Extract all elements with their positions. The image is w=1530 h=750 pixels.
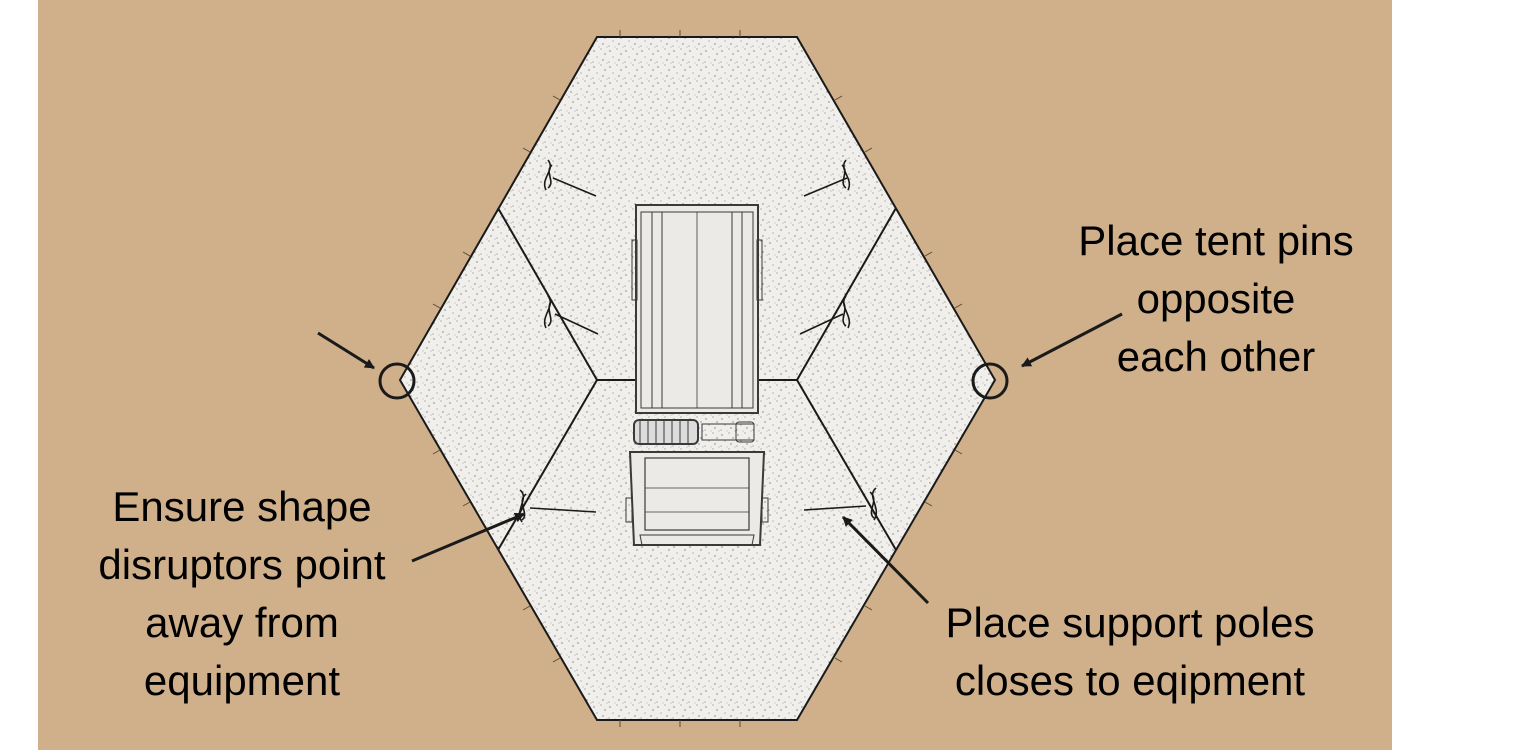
shape-disruptor <box>543 295 599 335</box>
callout-line: closes to eqipment <box>954 657 1306 704</box>
arrow-tent-pin-left <box>317 331 375 370</box>
arrow-support-pole <box>841 515 930 605</box>
support-poles-callout: Place support poles closes to eqipment <box>905 594 1355 710</box>
vehicle-top-view <box>625 204 769 546</box>
callout-line: equipment <box>143 657 341 704</box>
callout-line: Place tent pins <box>1078 217 1354 264</box>
tent-pin-marker-right <box>971 362 1009 400</box>
shape-disruptor <box>799 295 851 335</box>
callout-line: disruptors point <box>98 541 386 588</box>
callout-line: Ensure shape <box>112 483 372 530</box>
shape-disruptor <box>543 159 597 197</box>
tent-pin-marker-left <box>378 362 416 400</box>
shape-disruptor <box>803 487 878 521</box>
callout-line: opposite <box>1136 275 1296 322</box>
shape-disruptors-callout: Ensure shape disruptors point away from … <box>62 478 422 710</box>
arrow-tent-pin-right <box>1021 312 1123 368</box>
callout-line: Place support poles <box>945 599 1315 646</box>
callout-line: each other <box>1116 333 1316 380</box>
tent-pins-callout: Place tent pins opposite each other <box>1050 212 1382 386</box>
callout-line: away from <box>145 599 339 646</box>
arrow-shape-disruptor <box>411 512 525 563</box>
shape-disruptor <box>803 159 851 197</box>
